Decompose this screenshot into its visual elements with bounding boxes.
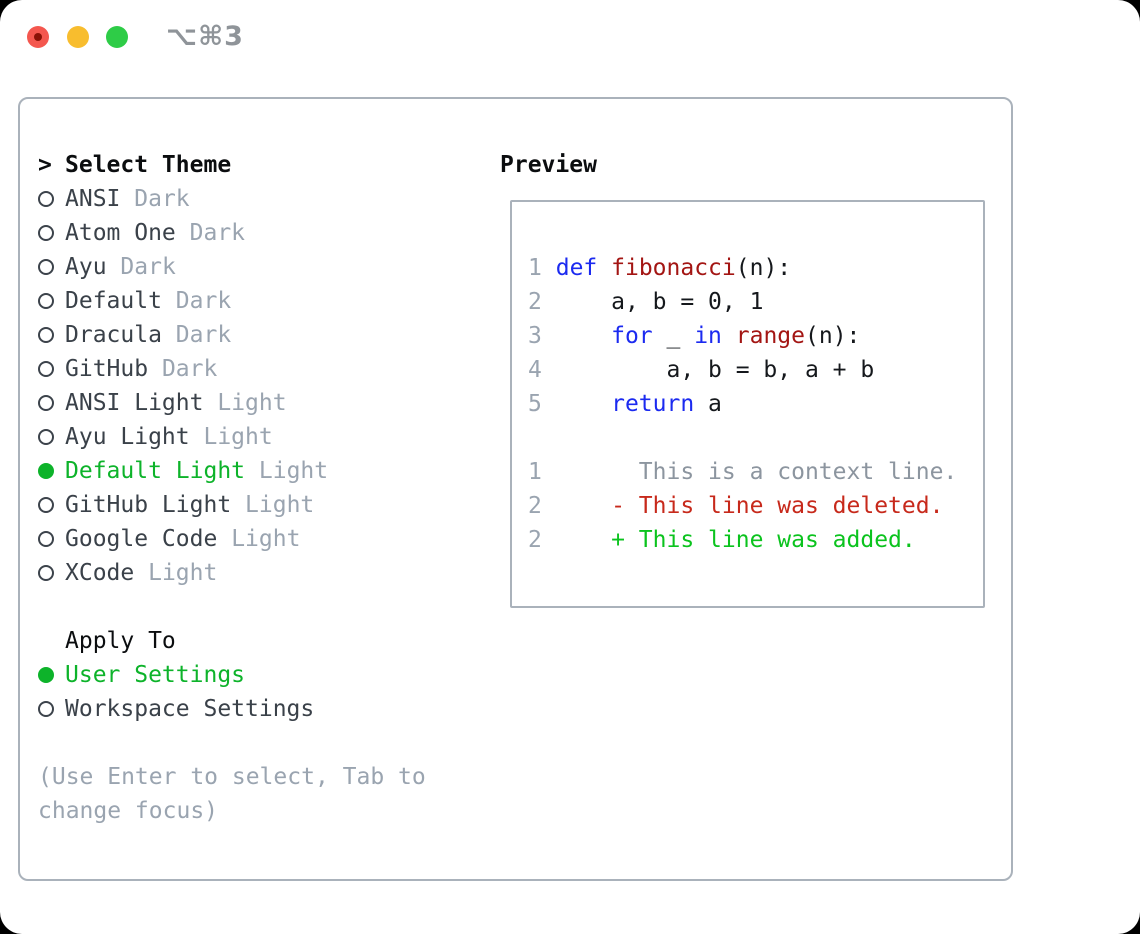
zoom-button[interactable] — [106, 26, 128, 48]
line-number: 1 — [528, 459, 542, 485]
radio-icon — [38, 191, 54, 207]
theme-name: Atom One — [65, 220, 176, 246]
radio-icon — [38, 293, 54, 309]
theme-variant: Light — [148, 560, 218, 586]
theme-name: GitHub — [65, 356, 149, 382]
apply-option-label: Workspace Settings — [65, 696, 315, 722]
theme-item-ansi-light[interactable]: ANSI Light Light — [36, 386, 496, 420]
code-line: 2 a, b = 0, 1 — [528, 289, 764, 315]
theme-name: XCode — [65, 560, 135, 586]
line-number: 2 — [528, 493, 542, 519]
radio-icon — [38, 361, 54, 377]
window-title: ⌥⌘3 — [166, 21, 244, 52]
theme-name: ANSI — [65, 186, 121, 212]
theme-name: Dracula — [65, 322, 162, 348]
theme-name: Google Code — [65, 526, 218, 552]
theme-variant: Dark — [175, 288, 232, 314]
theme-variant: Dark — [189, 220, 246, 246]
preview-header: Preview — [500, 152, 597, 178]
radio-icon — [38, 531, 54, 547]
keyboard-hint: (Use Enter to select, Tab to change focu… — [38, 764, 426, 824]
spacer — [36, 590, 496, 624]
theme-variant: Dark — [175, 322, 232, 348]
theme-item-default-dark[interactable]: Default Dark — [36, 284, 496, 318]
theme-item-ayu-light[interactable]: Ayu Light Light — [36, 420, 496, 454]
line-number: 2 — [528, 527, 542, 553]
line-number: 4 — [528, 357, 542, 383]
theme-item-dracula-dark[interactable]: Dracula Dark — [36, 318, 496, 352]
theme-list-header: Select Theme — [65, 152, 232, 178]
theme-variant: Light — [258, 458, 329, 484]
code-line: 3 for _ in range(n): — [528, 323, 861, 349]
theme-selector-panel: > Select Theme ANSI Dark Atom One Dark A… — [18, 97, 1013, 881]
theme-item-google-code[interactable]: Google Code Light — [36, 522, 496, 556]
close-dot-icon — [34, 33, 42, 41]
radio-icon — [38, 565, 54, 581]
titlebar: ⌥⌘3 — [0, 0, 1140, 74]
radio-selected-icon — [38, 667, 54, 683]
theme-item-github-light[interactable]: GitHub Light Light — [36, 488, 496, 522]
radio-icon — [38, 259, 54, 275]
code-line: 2 - This line was deleted. — [528, 493, 944, 519]
theme-variant: Dark — [134, 186, 190, 212]
apply-to-header-row: Apply To — [36, 624, 496, 658]
spacer — [36, 726, 496, 760]
preview-code: 1 def fibonacci(n): 2 a, b = 0, 1 3 for _ … — [528, 251, 957, 557]
theme-variant: Light — [217, 390, 287, 416]
theme-variant: Dark — [161, 356, 218, 382]
line-number — [528, 425, 542, 451]
theme-variant: Dark — [120, 254, 176, 280]
code-line: 1 def fibonacci(n): — [528, 255, 792, 281]
theme-name: GitHub Light — [65, 492, 232, 518]
apply-to-header: Apply To — [65, 628, 176, 654]
close-button[interactable] — [27, 26, 49, 48]
theme-name: Default Light — [65, 458, 246, 484]
theme-list: > Select Theme ANSI Dark Atom One Dark A… — [36, 148, 496, 828]
theme-item-ansi-dark[interactable]: ANSI Dark — [36, 182, 496, 216]
minimize-button[interactable] — [67, 26, 89, 48]
marker-placeholder — [38, 633, 54, 649]
apply-option-user-settings[interactable]: User Settings — [36, 658, 496, 692]
theme-variant: Light — [231, 526, 301, 552]
theme-variant: Light — [245, 492, 315, 518]
radio-icon — [38, 701, 54, 717]
theme-list-header-row: > Select Theme — [36, 148, 496, 182]
code-line: 5 return a — [528, 391, 722, 417]
line-number: 5 — [528, 391, 542, 417]
line-number: 2 — [528, 289, 542, 315]
code-line: 1 This is a context line. — [528, 459, 958, 485]
radio-selected-icon — [38, 463, 54, 479]
radio-icon — [38, 395, 54, 411]
line-number: 3 — [528, 323, 542, 349]
theme-name: Default — [65, 288, 162, 314]
radio-icon — [38, 327, 54, 343]
apply-option-label: User Settings — [65, 662, 246, 688]
focus-prompt-icon: > — [38, 152, 52, 178]
radio-icon — [38, 429, 54, 445]
theme-item-atom-one-dark[interactable]: Atom One Dark — [36, 216, 496, 250]
code-line — [528, 421, 957, 455]
theme-variant: Light — [203, 424, 273, 450]
code-line: 4 a, b = b, a + b — [528, 357, 875, 383]
theme-item-default-light[interactable]: Default Light Light — [36, 454, 496, 488]
line-number: 1 — [528, 255, 542, 281]
code-line: 2 + This line was added. — [528, 527, 916, 553]
theme-name: Ayu Light — [65, 424, 190, 450]
preview-box: 1 def fibonacci(n): 2 a, b = 0, 1 3 for _ … — [510, 200, 985, 608]
theme-item-github-dark[interactable]: GitHub Dark — [36, 352, 496, 386]
theme-name: ANSI Light — [65, 390, 204, 416]
radio-icon — [38, 225, 54, 241]
radio-icon — [38, 497, 54, 513]
theme-item-ayu-dark[interactable]: Ayu Dark — [36, 250, 496, 284]
theme-item-xcode[interactable]: XCode Light — [36, 556, 496, 590]
apply-option-workspace-settings[interactable]: Workspace Settings — [36, 692, 496, 726]
theme-name: Ayu — [65, 254, 107, 280]
